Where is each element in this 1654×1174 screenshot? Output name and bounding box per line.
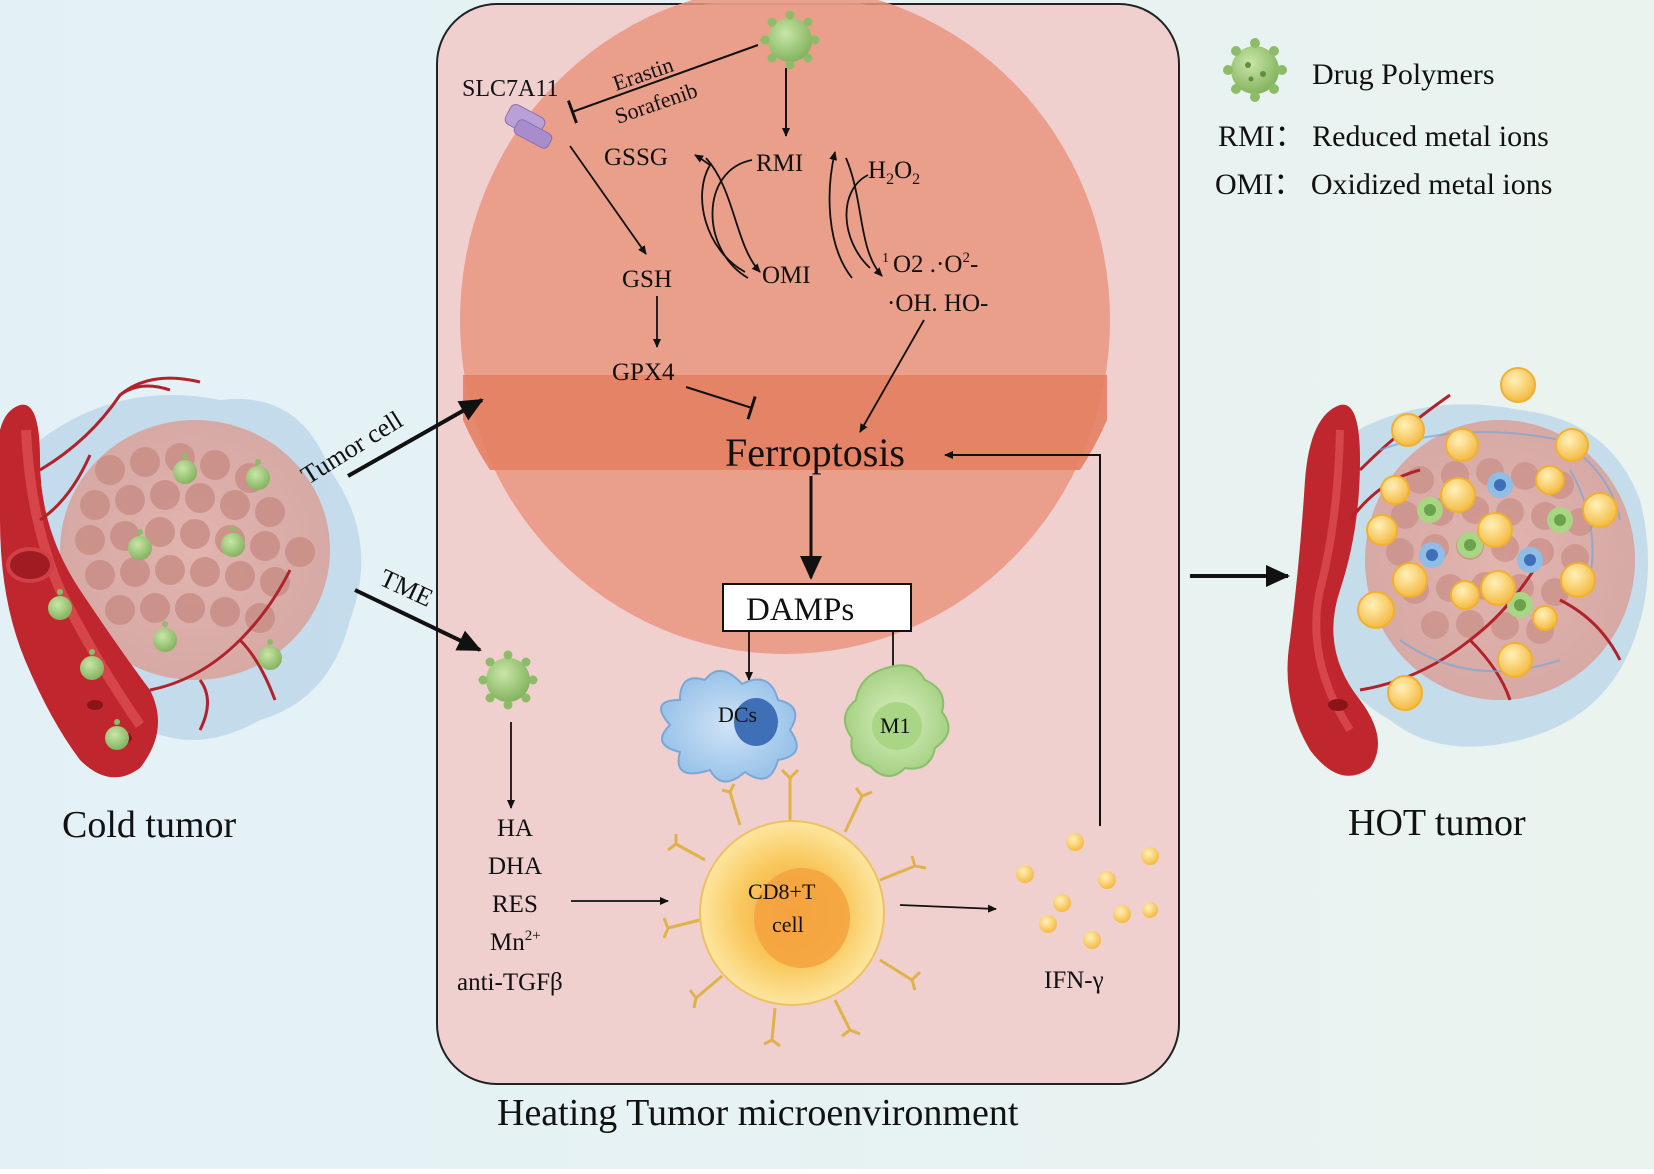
cold-tumor-illustration [0, 376, 362, 778]
agent-ha: HA [497, 815, 533, 842]
agent-mn: Mn2+ [490, 928, 541, 956]
arrow-tumor-cell [347, 398, 484, 478]
rmi-label: RMI [756, 150, 803, 177]
gpx4-label: GPX4 [612, 359, 675, 386]
agents-list: HA DHA RES Mn2+ anti-TGFβ [457, 815, 563, 996]
ifn-gamma-particles [1016, 833, 1159, 949]
agent-anti-tgfb: anti-TGFβ [457, 969, 563, 996]
erastin-inhibition-line [566, 44, 759, 124]
arrow-cd8-to-ifn [899, 904, 997, 913]
hot-tumor-label: HOT tumor [1348, 802, 1526, 844]
cd8-label-line2: cell [772, 912, 804, 937]
gssg-label: GSSG [604, 144, 668, 171]
arrow-ifn-to-ferroptosis [944, 451, 1101, 826]
dcs-label: DCs [718, 702, 757, 727]
arrow-tme [354, 588, 482, 652]
cd8-t-cell [662, 768, 927, 1048]
cd8-label-line1: CD8+T [748, 879, 816, 904]
agent-res: RES [492, 891, 538, 918]
cold-tumor-label: Cold tumor [62, 804, 237, 846]
gpx4-inhibition-line [685, 386, 757, 420]
legend-rmi: RMI： Reduced metal ions [1218, 120, 1549, 153]
ifn-gamma-label: IFN-γ [1044, 967, 1104, 994]
legend: Drug Polymers RMI： Reduced metal ions OM… [1215, 38, 1552, 201]
dendritic-cell [660, 670, 798, 783]
arrow-slc7a11-to-gsh [569, 145, 647, 255]
slc7a11-transporter [504, 103, 553, 149]
ros-label-line2: ·OH. HO- [887, 290, 988, 317]
slc7a11-label: SLC7A11 [462, 76, 558, 102]
drug-polymer-top [760, 10, 820, 70]
legend-drug-polymers: Drug Polymers [1312, 58, 1495, 91]
drug-polymer-tme [478, 650, 538, 710]
ferroptosis-label: Ferroptosis [725, 430, 905, 475]
gsh-label: GSH [622, 266, 672, 293]
m1-macrophage [844, 664, 950, 777]
omi-label: OMI [762, 262, 811, 289]
agent-dha: DHA [488, 853, 542, 880]
arrow-ros-to-ferroptosis [859, 319, 925, 433]
drug-polymer-legend-icon [1223, 38, 1287, 102]
h2o2-label: H2O2 [868, 157, 920, 188]
tumor-cell-sphere [460, 0, 1110, 654]
damps-box [722, 583, 912, 632]
bottom-title: Heating Tumor microenvironment [497, 1092, 1019, 1134]
redox-cycle-arrows [694, 151, 883, 279]
damps-label: DAMPs [746, 592, 854, 628]
m1-label: M1 [880, 713, 911, 738]
hot-tumor-illustration [1287, 367, 1648, 776]
legend-omi: OMI： Oxidized metal ions [1215, 168, 1552, 201]
